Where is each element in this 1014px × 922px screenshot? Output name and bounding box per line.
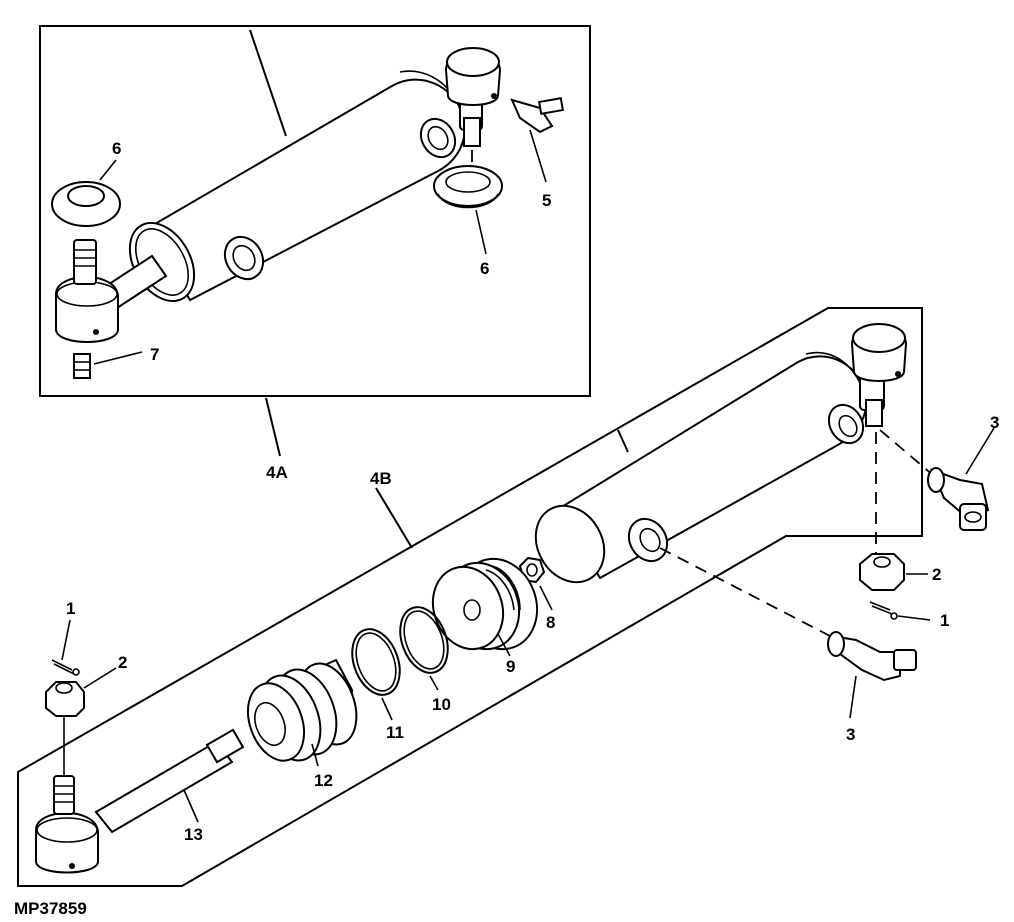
elbow-fitting-3-bottom xyxy=(827,631,917,719)
callout-5: 5 xyxy=(542,191,551,210)
callout-9: 9 xyxy=(506,657,515,676)
ball-stud-4a-top xyxy=(444,47,502,147)
figure-reference-id: MP37859 xyxy=(14,899,87,918)
dust-seal-6-right xyxy=(433,150,503,255)
callout-3-top: 3 xyxy=(990,413,999,432)
callout-13: 13 xyxy=(184,825,203,844)
cotter-pin-1-left xyxy=(51,619,80,676)
castle-nut-2-left xyxy=(45,667,117,717)
callout-labels: 6 5 6 7 4A 4B 3 2 1 3 8 9 10 11 12 13 1 … xyxy=(66,139,999,844)
rod-end-4a xyxy=(51,159,168,379)
callout-8: 8 xyxy=(546,613,555,632)
callout-2-right: 2 xyxy=(932,565,941,584)
elbow-fitting-3-top xyxy=(927,467,990,531)
cylinder-4a xyxy=(128,29,466,302)
callout-1-left: 1 xyxy=(66,599,75,618)
callout-10: 10 xyxy=(432,695,451,714)
inset-frame xyxy=(39,25,591,397)
callout-12: 12 xyxy=(314,771,333,790)
callout-3-bottom: 3 xyxy=(846,725,855,744)
callout-2-left: 2 xyxy=(118,653,127,672)
piston-9 xyxy=(431,557,539,657)
assembly-4b-outline xyxy=(17,307,923,887)
piston-rod-13 xyxy=(94,728,245,834)
o-ring-11 xyxy=(351,628,401,721)
callout-6-right: 6 xyxy=(480,259,489,278)
callout-6-top: 6 xyxy=(112,139,121,158)
rod-end-4b xyxy=(35,716,99,874)
callout-11: 11 xyxy=(386,723,404,742)
callout-1-right: 1 xyxy=(940,611,949,630)
callout-4a: 4A xyxy=(266,463,288,482)
callout-4b: 4B xyxy=(370,469,392,488)
cylinder-4b xyxy=(534,323,908,584)
fitting-5 xyxy=(510,97,565,183)
o-ring-10 xyxy=(399,606,449,691)
callout-7: 7 xyxy=(150,345,159,364)
cotter-pin-1-right xyxy=(869,601,931,621)
castle-nut-2-right xyxy=(859,553,928,591)
assembly-4a-inset xyxy=(39,25,591,397)
gland-12 xyxy=(246,658,358,767)
